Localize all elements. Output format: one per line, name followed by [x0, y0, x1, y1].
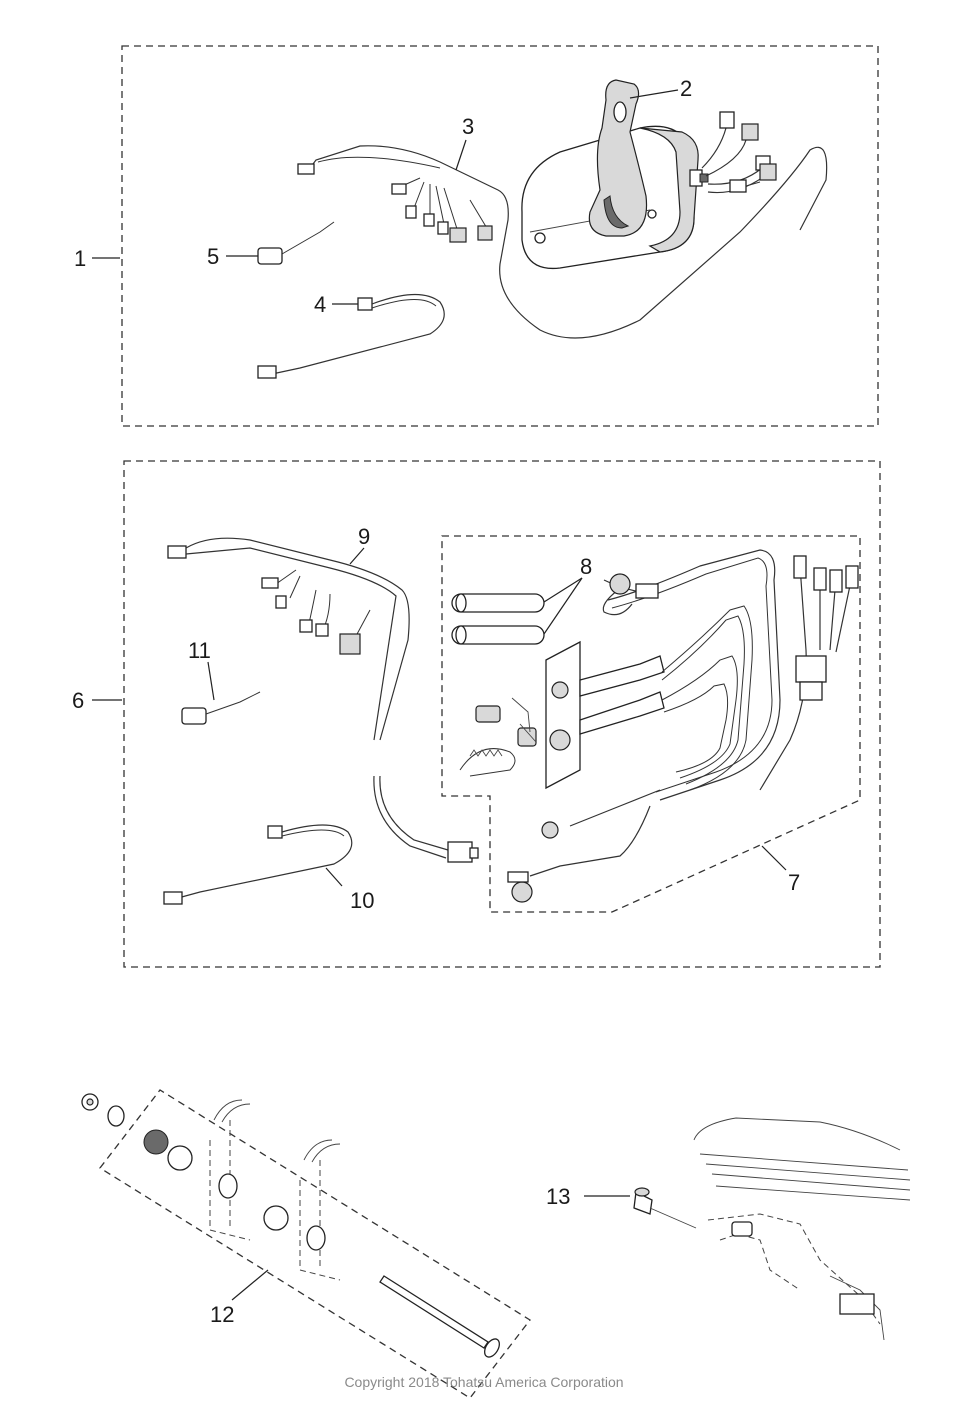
cord-11	[181, 691, 261, 725]
wire-harness-3	[297, 145, 828, 339]
callout-4: 4	[314, 292, 326, 317]
callout-11: 11	[188, 638, 211, 663]
callout-1: 1	[74, 246, 86, 271]
assembly-group-12	[81, 1089, 531, 1399]
callout-12: 12	[210, 1302, 234, 1327]
callout-7: 7	[788, 870, 800, 895]
callout-13: 13	[546, 1184, 570, 1209]
callout-8: 8	[580, 554, 592, 579]
callout-3: 3	[462, 114, 474, 139]
callout-2: 2	[680, 76, 692, 101]
harness-4	[257, 293, 445, 379]
callout-6: 6	[72, 688, 84, 713]
callout-10: 10	[350, 888, 374, 913]
callout-9: 9	[358, 524, 370, 549]
control-box-connectors	[701, 111, 777, 194]
assembly-group-6	[92, 460, 881, 968]
switch-panel-7	[459, 640, 665, 790]
wire-harness-9	[167, 537, 479, 863]
harness-10	[163, 824, 353, 905]
throttle-lever	[588, 79, 648, 237]
copyright-notice: Copyright 2018 Tohatsu America Corporati…	[344, 1374, 623, 1390]
assembly-group-1	[92, 45, 879, 427]
callout-5: 5	[207, 244, 219, 269]
assembly-group-13	[584, 1117, 911, 1341]
tubes-8	[451, 593, 545, 645]
main-harness-7	[507, 549, 859, 903]
cord-5	[257, 221, 335, 265]
